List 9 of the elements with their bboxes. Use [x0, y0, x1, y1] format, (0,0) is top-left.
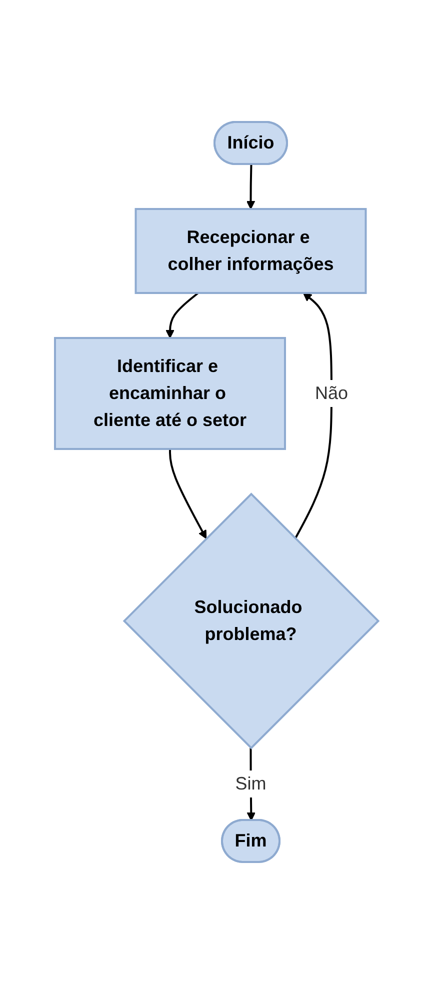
- arrow: [246, 164, 256, 209]
- arrow: [166, 292, 200, 338]
- edge-label: Não: [315, 382, 348, 403]
- node-box: Identificar e encaminhar o cliente até o setor: [54, 336, 286, 450]
- arrow: [294, 292, 333, 539]
- edge-label: Sim: [236, 772, 267, 793]
- node-diamond: Solucionado problema?: [123, 492, 380, 749]
- node-box: Recepcionar e colher informações: [135, 208, 368, 294]
- arrow: [169, 448, 207, 538]
